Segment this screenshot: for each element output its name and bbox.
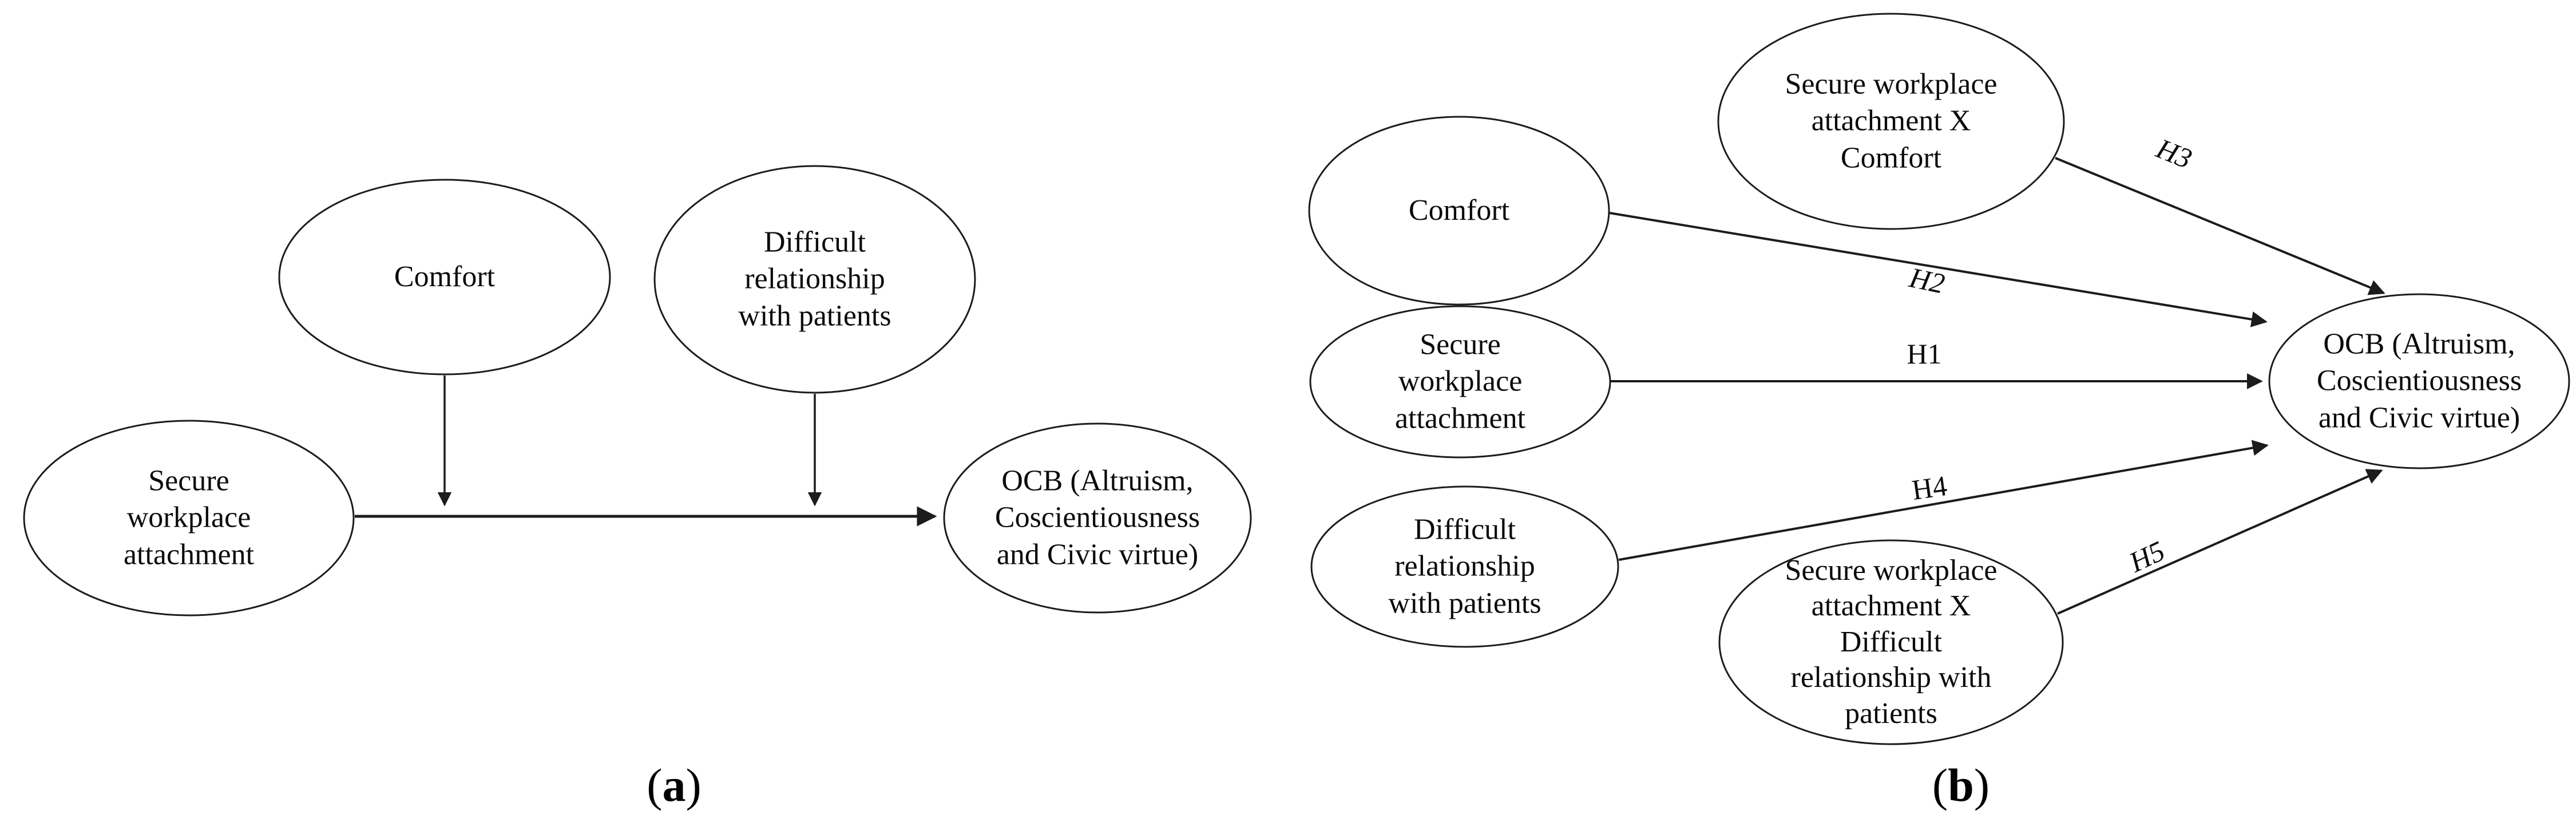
node-label-a-swa: Secure workplace attachment xyxy=(123,464,255,571)
node-ellipse-b-swa-x-comfort xyxy=(1717,13,2065,230)
node-label-b-difficult: Difficult relationship with patients xyxy=(1388,513,1541,620)
edge-label-h4: H4 xyxy=(1909,469,1949,506)
panel-b-caption-close: ) xyxy=(1973,759,1990,811)
panel-a-caption-letter: a xyxy=(662,759,686,811)
edge-h2-arrow xyxy=(1609,212,2268,327)
node-label-a-comfort: Comfort xyxy=(394,260,496,293)
edge-h3-arrow xyxy=(2055,157,2385,295)
edge-h5-arrow xyxy=(2057,469,2383,615)
node-label-b-swa: Secure workplace attachment xyxy=(1394,328,1526,435)
node-ellipse-b-difficult xyxy=(1310,485,1619,648)
edge-label-h1: H1 xyxy=(1907,338,1942,370)
node-ellipse-b-swa-x-difficult xyxy=(1718,539,2064,745)
node-ellipse-a-ocb xyxy=(943,422,1252,614)
node-label-b-swa-x-difficult: Secure workplace attachment X Difficult … xyxy=(1785,554,1998,730)
panel-b-caption-letter: b xyxy=(1948,759,1974,811)
node-ellipse-a-swa xyxy=(23,420,355,616)
panel-a-caption-open: ( xyxy=(647,759,663,811)
node-ellipse-b-comfort xyxy=(1308,116,1610,306)
node-ellipse-b-ocb xyxy=(2268,293,2570,469)
panel-a-shapes xyxy=(23,165,1252,616)
node-label-b-comfort: Comfort xyxy=(1408,193,1510,227)
panel-b-shapes xyxy=(1308,13,2570,745)
panel-b-caption: (b) xyxy=(1932,758,1990,812)
node-label-a-difficult: Difficult relationship with patients xyxy=(738,226,891,333)
panel-a-caption: (a) xyxy=(647,758,702,812)
node-ellipse-a-difficult xyxy=(653,165,976,394)
edge-h4-arrow xyxy=(1618,440,2269,561)
node-label-b-swa-x-comfort: Secure workplace attachment X Comfort xyxy=(1785,68,1998,175)
node-label-a-ocb: OCB (Altruism, Coscientiousness and Civi… xyxy=(994,464,1200,571)
node-ellipse-a-comfort xyxy=(278,179,611,376)
node-ellipse-b-swa xyxy=(1309,305,1611,459)
panel-a-caption-close: ) xyxy=(685,759,702,811)
edge-label-h2: H2 xyxy=(1907,261,1948,300)
node-label-b-ocb: OCB (Altruism, Coscientiousness and Civi… xyxy=(2316,327,2522,434)
panel-b-caption-open: ( xyxy=(1932,759,1948,811)
